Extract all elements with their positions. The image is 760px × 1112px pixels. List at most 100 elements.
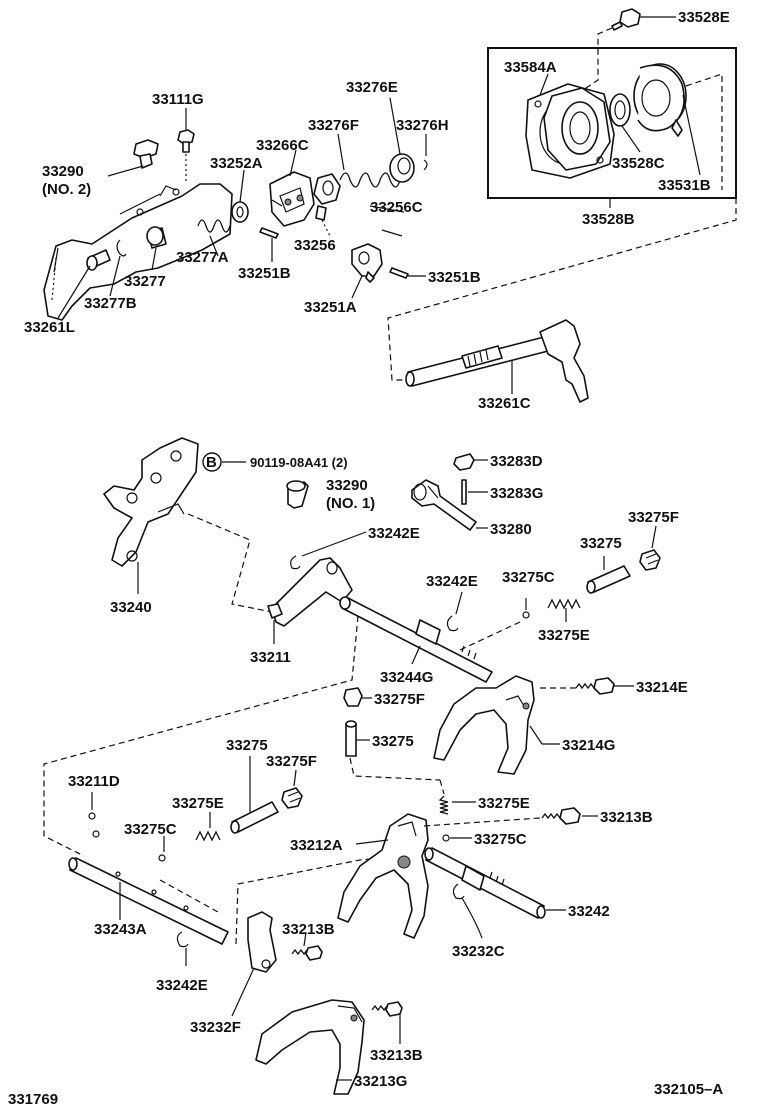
label-33275C-3: 33275C xyxy=(474,831,527,848)
label-33275-3: 33275 xyxy=(226,737,268,754)
label-33211D: 33211D xyxy=(68,773,120,790)
label-33256C: 33256C xyxy=(370,199,423,216)
lead-33261L xyxy=(57,265,91,319)
label-33528B: 33528B xyxy=(582,211,635,228)
clip-33232C xyxy=(452,883,483,939)
bolt-33213B-1 xyxy=(541,807,598,825)
housing-33584A xyxy=(525,73,615,179)
lever-33256 xyxy=(315,205,331,237)
label-33280: 33280 xyxy=(490,521,532,538)
label-33242: 33242 xyxy=(568,903,610,920)
label-33275F-3: 33275F xyxy=(266,753,317,770)
dash-pin-2 xyxy=(349,757,441,781)
label-33213B-3: 33213B xyxy=(370,1047,423,1064)
spring-33275E-3 xyxy=(438,795,476,815)
label-33531B: 33531B xyxy=(658,177,711,194)
shift-head-33266C xyxy=(269,149,315,227)
dash-33240 xyxy=(187,513,273,613)
label-33242E-1: 33242E xyxy=(368,525,420,542)
clip-33242E-3 xyxy=(176,931,189,966)
label-33290-no1-sub: (NO. 1) xyxy=(326,495,375,512)
label-33290-no2: 33290 xyxy=(42,163,84,180)
label-33240: 33240 xyxy=(110,599,152,616)
label-33232C: 33232C xyxy=(452,943,505,960)
label-33211: 33211 xyxy=(250,649,291,666)
bracket-33240 xyxy=(103,437,199,594)
label-33251A: 33251A xyxy=(304,299,357,316)
label-33283D: 33283D xyxy=(490,453,543,470)
label-90119: 90119-08A41 (2) xyxy=(250,455,348,470)
pin-33275-1 xyxy=(586,556,631,594)
label-33277: 33277 xyxy=(124,273,166,290)
label-33275E-3: 33275E xyxy=(478,795,530,812)
lead-33290-no2 xyxy=(107,165,144,177)
label-33213B-1: 33213B xyxy=(600,809,653,826)
label-33214G: 33214G xyxy=(562,737,615,754)
dash-to-33261C xyxy=(387,198,737,381)
fork-33214G xyxy=(433,675,560,775)
bolt-33111G xyxy=(177,108,195,153)
label-332105A: 332105–A xyxy=(654,1081,723,1098)
lever-33251A xyxy=(351,243,383,299)
spring-33275E-2 xyxy=(195,812,221,842)
label-33261L: 33261L xyxy=(24,319,75,336)
bushing-33277 xyxy=(146,226,167,271)
shaft-33242 xyxy=(424,847,566,919)
label-33290-no1: 33290 xyxy=(326,477,368,494)
retainer-33276E xyxy=(389,97,415,183)
plug-33290-no1 xyxy=(286,480,309,509)
bolt-33213B-3 xyxy=(371,1001,403,1044)
label-33251B-1: 33251B xyxy=(238,265,291,282)
assembly-box-33528B xyxy=(487,47,737,199)
label-33275-2: 33275 xyxy=(372,733,414,750)
collar-33252A xyxy=(231,169,249,223)
clip-33276H xyxy=(423,134,428,171)
dash-long-left xyxy=(43,615,359,857)
label-33276F: 33276F xyxy=(308,117,359,134)
label-33277B: 33277B xyxy=(84,295,137,312)
lever-33211 xyxy=(267,557,353,644)
plug-33275F-1 xyxy=(639,525,661,571)
bolt-33528E xyxy=(611,8,676,31)
label-33243A: 33243A xyxy=(94,921,147,938)
label-B: B xyxy=(206,454,217,471)
fork-33212A xyxy=(337,813,429,939)
spring-33276F xyxy=(313,133,401,205)
label-33275C-2: 33275C xyxy=(124,821,177,838)
lever-33232F xyxy=(231,911,277,1017)
label-33242E-2: 33242E xyxy=(426,573,478,590)
pin-33251B-lower xyxy=(389,267,426,279)
label-33276E: 33276E xyxy=(346,79,398,96)
cover-33531B xyxy=(633,63,701,176)
label-33275F-1: 33275F xyxy=(628,509,679,526)
ball-33275C-2 xyxy=(158,836,166,862)
label-33275F-2: 33275F xyxy=(374,691,425,708)
ball-33275C-3 xyxy=(442,834,472,842)
shift-shaft-33261C xyxy=(405,319,589,403)
label-33232F: 33232F xyxy=(190,1019,241,1036)
plug-33290-no2 xyxy=(133,139,159,169)
shaft-33280 xyxy=(411,479,488,531)
label-33275E-2: 33275E xyxy=(172,795,224,812)
dash-33213B-1 xyxy=(423,817,541,827)
dash-33261L xyxy=(51,257,57,301)
pin-33256C xyxy=(369,205,405,237)
label-33283G: 33283G xyxy=(490,485,543,502)
clip-33277B xyxy=(109,239,127,297)
label-331769: 331769 xyxy=(8,1091,58,1108)
shaft-33243A xyxy=(68,857,229,945)
label-33214E: 33214E xyxy=(636,679,688,696)
bolt-B-marker xyxy=(202,452,246,472)
parts-33211D xyxy=(88,792,100,838)
pin-33283G xyxy=(461,479,488,505)
pin-33251B-upper xyxy=(259,227,279,262)
label-33276H: 33276H xyxy=(396,117,449,134)
plug-33275F-3 xyxy=(281,769,303,809)
label-33242E-3: 33242E xyxy=(156,977,208,994)
label-33212A: 33212A xyxy=(290,837,343,854)
seal-33528C xyxy=(609,93,641,153)
clip-33242E-2 xyxy=(446,591,463,632)
label-33275E-1: 33275E xyxy=(538,627,590,644)
